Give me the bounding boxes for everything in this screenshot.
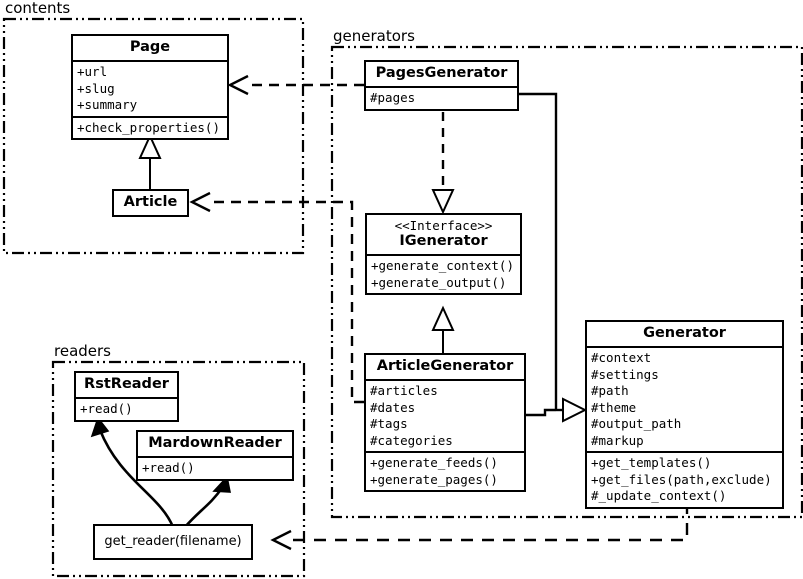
- class-divider: [76, 397, 177, 399]
- attribute-row: #context: [591, 350, 652, 365]
- class-operations-page: +check_properties(): [73, 118, 227, 139]
- class-box-article-generator[interactable]: ArticleGenerator #articles #dates #tags …: [364, 353, 526, 492]
- edge-article-generalizes-page: [138, 133, 162, 190]
- attribute-row: #path: [591, 383, 629, 398]
- class-title-article-generator: ArticleGenerator: [376, 358, 514, 374]
- class-stereotype-igenerator: <<Interface>>: [394, 218, 493, 233]
- edge-generator-depends-getreader: [270, 502, 689, 551]
- attribute-row: #dates: [370, 399, 416, 415]
- operation-row: +generate_pages(): [370, 471, 498, 487]
- attribute-row: #categories: [370, 432, 453, 448]
- operation-row: +read(): [80, 401, 133, 416]
- function-label-get-reader: get_reader(filename): [104, 534, 242, 549]
- class-divider: [73, 60, 227, 62]
- class-attributes-page: +url +slug +summary: [73, 62, 227, 116]
- edge-generators-generalize-generator: [519, 92, 588, 423]
- attribute-row: #theme: [591, 399, 637, 415]
- edge-articlegenerator-depends-article: [189, 191, 364, 404]
- operation-row: +generate_feeds(): [370, 455, 498, 470]
- class-title-igenerator: <<Interface>> IGenerator: [367, 215, 520, 254]
- edge-articlegenerator-generalizes-igenerator: [431, 305, 455, 353]
- operation-row: +read(): [142, 460, 195, 475]
- class-title-article: Article: [123, 194, 178, 210]
- package-label-contents: contents: [3, 0, 73, 17]
- attribute-row: #tags: [370, 416, 408, 431]
- class-title-mardown-reader: MardownReader: [148, 435, 282, 451]
- function-box-get-reader[interactable]: get_reader(filename): [93, 524, 253, 560]
- operation-row: +check_properties(): [77, 119, 220, 135]
- operation-row: +generate_output(): [371, 274, 507, 290]
- attribute-row: +slug: [77, 80, 115, 96]
- attribute-row: +summary: [77, 97, 138, 112]
- class-operations-mardown-reader: +read(): [138, 458, 292, 479]
- class-operations-rst-reader: +read(): [76, 399, 177, 420]
- operation-row: #_update_context(): [591, 488, 727, 503]
- edge-getreader-to-mardownreader: [184, 475, 231, 528]
- attribute-row: +url: [77, 64, 108, 79]
- attribute-row: #articles: [370, 383, 438, 398]
- class-operations-generator: +get_templates() +get_files(path,exclude…: [587, 453, 782, 507]
- class-box-generator[interactable]: Generator #context #settings #path #them…: [585, 320, 784, 509]
- class-operations-igenerator: +generate_context() +generate_output(): [367, 256, 520, 293]
- class-box-igenerator[interactable]: <<Interface>> IGenerator +generate_conte…: [365, 213, 522, 295]
- class-divider: [366, 451, 524, 453]
- class-attributes-article-generator: #articles #dates #tags #categories: [366, 381, 524, 451]
- class-box-rst-reader[interactable]: RstReader +read(): [74, 371, 179, 422]
- class-name-igenerator: IGenerator: [399, 233, 488, 249]
- attribute-row: #output_path: [591, 416, 682, 431]
- class-divider: [73, 115, 227, 118]
- edge-pagesgenerator-depends-page: [227, 74, 364, 96]
- class-box-pages-generator[interactable]: PagesGenerator #pages: [364, 60, 519, 111]
- class-divider: [366, 86, 517, 88]
- class-box-page[interactable]: Page +url +slug +summary +check_properti…: [71, 34, 229, 140]
- class-divider: [367, 254, 520, 256]
- class-attributes-pages-generator: #pages: [366, 88, 517, 109]
- class-box-article[interactable]: Article: [112, 189, 189, 217]
- edge-pagesgenerator-realizes-igenerator: [431, 112, 455, 215]
- class-divider: [366, 379, 524, 381]
- operation-row: +get_templates(): [591, 455, 712, 470]
- class-divider: [587, 346, 782, 348]
- class-attributes-generator: #context #settings #path #theme #output_…: [587, 348, 782, 451]
- operation-row: +get_files(path,exclude): [591, 471, 772, 487]
- package-label-generators: generators: [331, 27, 417, 45]
- class-title-rst-reader: RstReader: [84, 376, 169, 392]
- class-title-generator: Generator: [643, 325, 726, 341]
- package-label-readers: readers: [52, 342, 113, 360]
- attribute-row: #settings: [591, 366, 659, 382]
- attribute-row: #pages: [370, 90, 416, 105]
- attribute-row: #markup: [591, 432, 644, 448]
- operation-row: +generate_context(): [371, 258, 514, 273]
- class-operations-article-generator: +generate_feeds() +generate_pages(): [366, 453, 524, 490]
- class-divider: [138, 456, 292, 458]
- class-title-pages-generator: PagesGenerator: [375, 65, 508, 81]
- class-title-page: Page: [129, 39, 171, 55]
- class-box-mardown-reader[interactable]: MardownReader +read(): [136, 430, 294, 481]
- class-divider: [587, 451, 782, 453]
